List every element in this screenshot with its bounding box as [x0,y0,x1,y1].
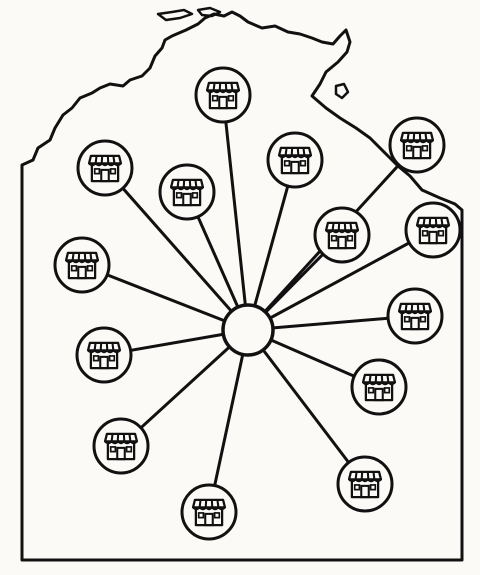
store-06-circle [53,236,111,294]
store-13-node[interactable] [336,455,394,513]
store-04-node[interactable] [266,131,324,189]
spoke-line-store-14 [207,329,250,513]
store-11-circle [350,358,408,416]
spoke-line-store-12 [119,328,250,448]
store-10-circle [386,287,444,345]
store-12-circle [92,417,150,475]
spoke-line-store-02 [103,167,250,331]
island-top [156,8,194,22]
central-hub[interactable] [221,303,275,357]
spoke-line-store-13 [246,329,367,485]
store-04-circle [266,131,324,189]
store-02-node[interactable] [76,139,134,197]
store-09-node[interactable] [75,326,133,384]
spoke-line-store-08 [247,228,434,332]
spoke-line-store-06 [81,263,249,332]
store-11-node[interactable] [350,358,408,416]
store-13-circle [336,455,394,513]
store-01-circle [194,66,252,124]
store-09-circle [75,326,133,384]
store-01-node[interactable] [194,66,252,124]
territory-outline [20,10,464,562]
store-05-circle [388,116,446,174]
island-east [334,82,350,100]
store-14-node[interactable] [180,483,238,541]
nodes-layer [53,66,462,541]
spoke-line-store-01 [221,94,250,331]
spoke-line-store-04 [246,159,297,331]
island-top-right [196,6,222,18]
store-08-node[interactable] [404,201,462,259]
store-10-node[interactable] [386,287,444,345]
store-05-node[interactable] [388,116,446,174]
store-02-circle [76,139,134,197]
store-07-node[interactable] [313,206,371,264]
store-06-node[interactable] [53,236,111,294]
store-03-node[interactable] [158,163,216,221]
store-12-node[interactable] [92,417,150,475]
store-08-circle [404,201,462,259]
hub-layer [221,303,275,357]
store-14-circle [180,483,238,541]
store-03-circle [158,163,216,221]
store-07-circle [313,206,371,264]
